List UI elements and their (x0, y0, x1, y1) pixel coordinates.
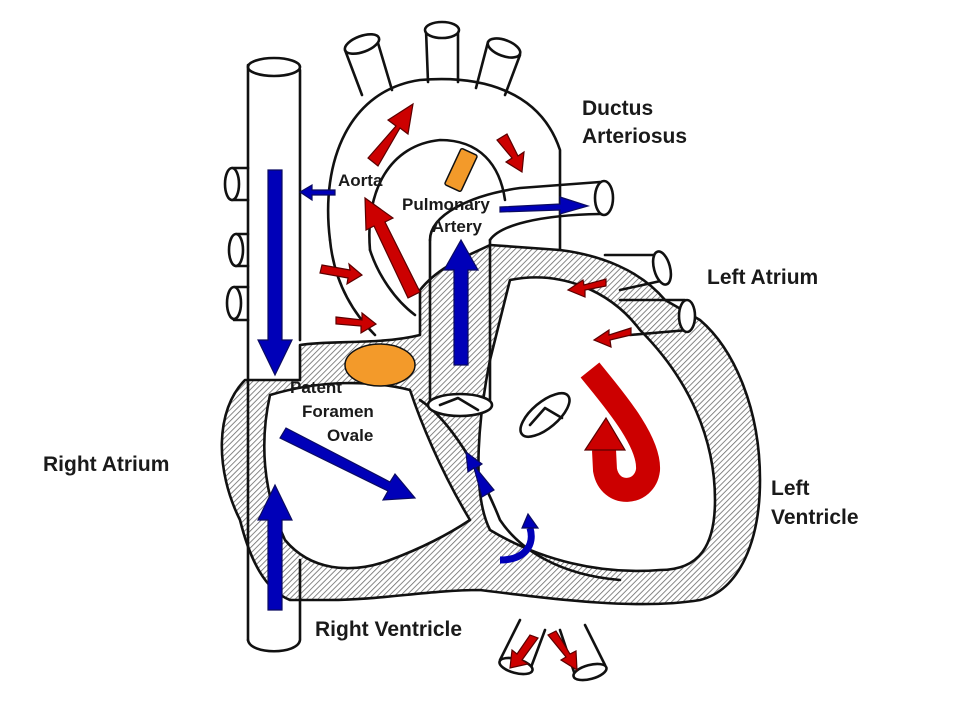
red-arrow-ra-2 (335, 311, 378, 335)
red-arrow-la-1 (566, 278, 607, 298)
red-arrow-arch-up (367, 102, 414, 167)
label-ductus-arteriosus: Ductus Arteriosus (582, 97, 688, 148)
la-vein-lower (618, 298, 690, 337)
ductus-marker (444, 147, 478, 193)
branch-vessel-1 (343, 41, 394, 97)
pulmonary-branch-end (593, 179, 615, 217)
vena-cava (246, 63, 302, 642)
aortic-valve (519, 391, 571, 439)
red-arrow-ductus-down (496, 133, 525, 174)
branch-vessel-3 (474, 40, 522, 97)
blue-arrow-svc-down (257, 169, 293, 377)
red-arrow-lower-right (547, 630, 578, 672)
pulmonary-valve (426, 392, 494, 418)
label-pulmonary-artery: Pulmonary Artery (402, 195, 490, 236)
blue-arrow-ra-to-rv (279, 427, 417, 501)
septum-gap (418, 398, 622, 582)
blue-arrow-to-lung (499, 196, 591, 215)
pulmonary-trunk (428, 238, 492, 402)
lower-branch-left (498, 618, 547, 672)
label-left-atrium: Left Atrium (707, 266, 819, 289)
red-arrow-la-2 (592, 327, 632, 348)
branch-vessel-2 (424, 28, 460, 84)
label-left-ventricle: Left Ventricle (771, 477, 859, 529)
vena-cava-top (246, 56, 302, 78)
red-arrow-lower-left (509, 634, 539, 669)
red-arrow-ra-1 (319, 262, 364, 286)
blue-arrow-curved (499, 527, 535, 564)
red-arrow-aorta-up (364, 196, 421, 299)
blue-arrow-ivc-up (257, 483, 293, 611)
blue-arrow-rv-up (465, 450, 495, 498)
label-right-ventricle: Right Ventricle (315, 618, 463, 641)
la-vein-upper (603, 253, 667, 292)
red-arrow-lv-curve (580, 362, 660, 502)
blue-arrow-left-small (298, 183, 336, 202)
label-right-atrium: Right Atrium (43, 453, 170, 476)
foramen-ovale-marker (344, 343, 416, 387)
label-patent-foramen-ovale: Patent Foramen Ovale (290, 378, 374, 445)
left-ventricle-cavity (477, 276, 717, 573)
blue-arrow-pulmonary-up (442, 238, 480, 366)
label-aorta: Aorta (338, 171, 383, 190)
